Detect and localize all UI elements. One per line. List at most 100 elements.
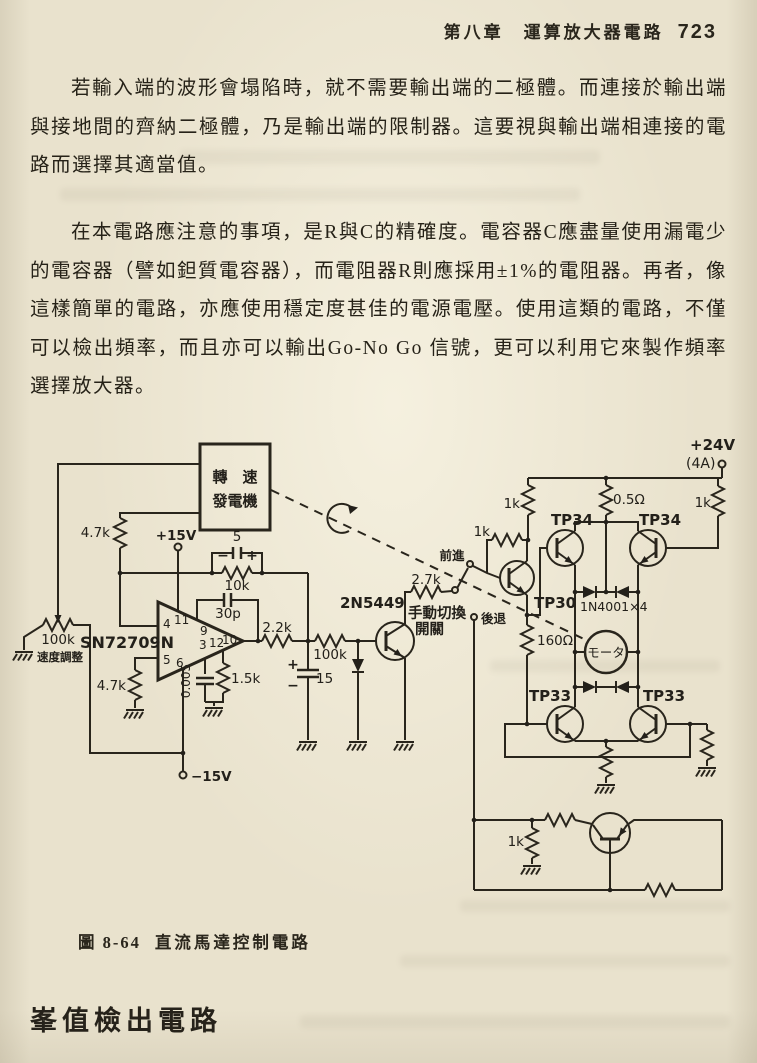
pot-function-label: 速度調整	[37, 650, 83, 664]
transistor-collector	[508, 560, 528, 575]
resistor-1k-right-label: 1k	[695, 495, 712, 511]
transistor-collector	[637, 530, 657, 545]
pot-wiper-arrow	[54, 615, 62, 623]
bridge-diode	[615, 585, 630, 599]
transistor-tp34-right-label: TP34	[639, 511, 681, 529]
transistor-tp30-label: TP30	[534, 594, 576, 612]
opamp-label: SN72709N	[80, 633, 174, 652]
capacitor-5-minus: −	[217, 548, 229, 564]
switch-name-line2: 開關	[415, 621, 444, 638]
switch-contact-reverse	[470, 613, 478, 621]
wire	[119, 573, 158, 627]
rotation-symbol	[326, 502, 354, 534]
transistor-tp33-left-label: TP33	[529, 687, 571, 705]
resistor-1k-vertical-label: 1k	[504, 496, 521, 512]
resistor-1k5-label: 1.5k	[231, 671, 260, 687]
wire	[23, 624, 44, 650]
wire	[440, 590, 453, 593]
ground-symbol	[695, 767, 717, 778]
transistor-tp33-right	[629, 705, 667, 743]
emitter-resistor	[599, 746, 613, 778]
transistor-tp34-right	[629, 529, 667, 567]
wire	[119, 512, 200, 518]
transistor-tp34-left-label: TP34	[551, 511, 593, 529]
ground-symbol	[346, 741, 368, 752]
switch-reverse-label: 後退	[481, 611, 507, 626]
minus15v-label: −15V	[191, 769, 232, 785]
ground-symbol	[594, 784, 616, 795]
pin-5: 5	[163, 653, 171, 667]
plus15v-label: +15V	[156, 528, 197, 544]
resistor-4k7-bottom-label: 4.7k	[97, 678, 126, 694]
transistor-tp34-left	[546, 529, 584, 567]
resistor-2k7-label: 2.7k	[411, 572, 440, 588]
transistor-tp33-right-label: TP33	[643, 687, 685, 705]
base-series-resistor	[544, 813, 576, 827]
pot-value-label: 100k	[41, 632, 75, 648]
resistor-4k7-top	[113, 517, 127, 549]
transistor-tp33-left	[546, 705, 584, 743]
pin-12: 12	[209, 636, 224, 650]
wire	[626, 819, 722, 826]
resistor-1k-bottom	[525, 827, 539, 859]
plus15v-terminal	[173, 542, 183, 552]
capacitor-15-plus: +	[287, 657, 299, 673]
circuit-figure: 轉 速 發電機 4.7k +15V 5 − + 10k 30p SN72709N…	[12, 436, 735, 897]
switch-contact-forward	[466, 560, 474, 568]
bridge-diode	[582, 680, 597, 694]
motor-label: モータ	[587, 645, 625, 660]
wire	[73, 624, 183, 754]
ground-symbol	[202, 707, 224, 718]
emitter-arrow	[619, 827, 627, 836]
emitter-arrow	[564, 556, 573, 564]
wire	[527, 547, 547, 616]
resistor-1k-horizontal	[491, 533, 523, 547]
plus24v-terminal	[717, 459, 727, 469]
wire	[231, 599, 259, 641]
bleed-smudge	[400, 955, 730, 967]
resistor-100k-label: 100k	[313, 647, 347, 663]
rotation-arrow	[348, 505, 358, 514]
circuit-wiring	[12, 442, 727, 897]
ground-symbol	[520, 865, 542, 876]
plus24v-label: +24V	[690, 436, 735, 454]
tacho-label-line2: 發電機	[211, 492, 257, 510]
plus24v-current-label: (4A)	[686, 456, 715, 472]
ground-symbol	[296, 741, 318, 752]
transistor-tp30	[499, 560, 535, 596]
tacho-label-line1: 轉 速	[212, 468, 257, 486]
wire	[205, 693, 224, 703]
wire	[196, 599, 224, 621]
emitter-arrow	[516, 586, 525, 594]
feedback-top-wire	[57, 463, 200, 616]
wire	[211, 552, 233, 573]
base-resistor	[700, 729, 714, 761]
section-heading: 峯值檢出電路	[30, 1006, 222, 1036]
transistor-2n5449-label: 2N5449	[340, 594, 405, 612]
tacho-generator-box	[198, 442, 272, 532]
switch-arm	[456, 567, 469, 588]
transistor-lead	[592, 824, 604, 840]
pin-3: 3	[199, 638, 207, 652]
resistor-2k2-label: 2.2k	[262, 620, 291, 636]
transistor-collector	[556, 706, 576, 721]
wire	[241, 552, 263, 573]
transistor-collector	[556, 530, 576, 545]
wire	[404, 591, 411, 624]
wire	[574, 819, 593, 825]
switch-forward-label: 前進	[439, 548, 465, 563]
capacitor-0005-label: 0.005	[179, 664, 193, 698]
resistor-1k-vertical	[521, 484, 535, 516]
pin-9: 9	[200, 624, 208, 638]
resistor-160-label: 160Ω	[537, 633, 573, 649]
clamp-diode	[351, 658, 365, 673]
resistor-4k7-bottom	[128, 669, 142, 701]
pin-4: 4	[163, 617, 171, 631]
body-paragraph-2: 在本電路應注意的事項，是R與C的精確度。電容器C應盡量使用漏電少的電容器（譬如鉭…	[30, 222, 727, 397]
ground-symbol	[123, 709, 145, 720]
base-loop-wire	[504, 723, 691, 758]
resistor-160	[520, 624, 534, 656]
transistor-collector	[385, 623, 406, 637]
circuit-labels: 轉 速 發電機 4.7k +15V 5 − + 10k 30p SN72709N…	[37, 436, 735, 850]
